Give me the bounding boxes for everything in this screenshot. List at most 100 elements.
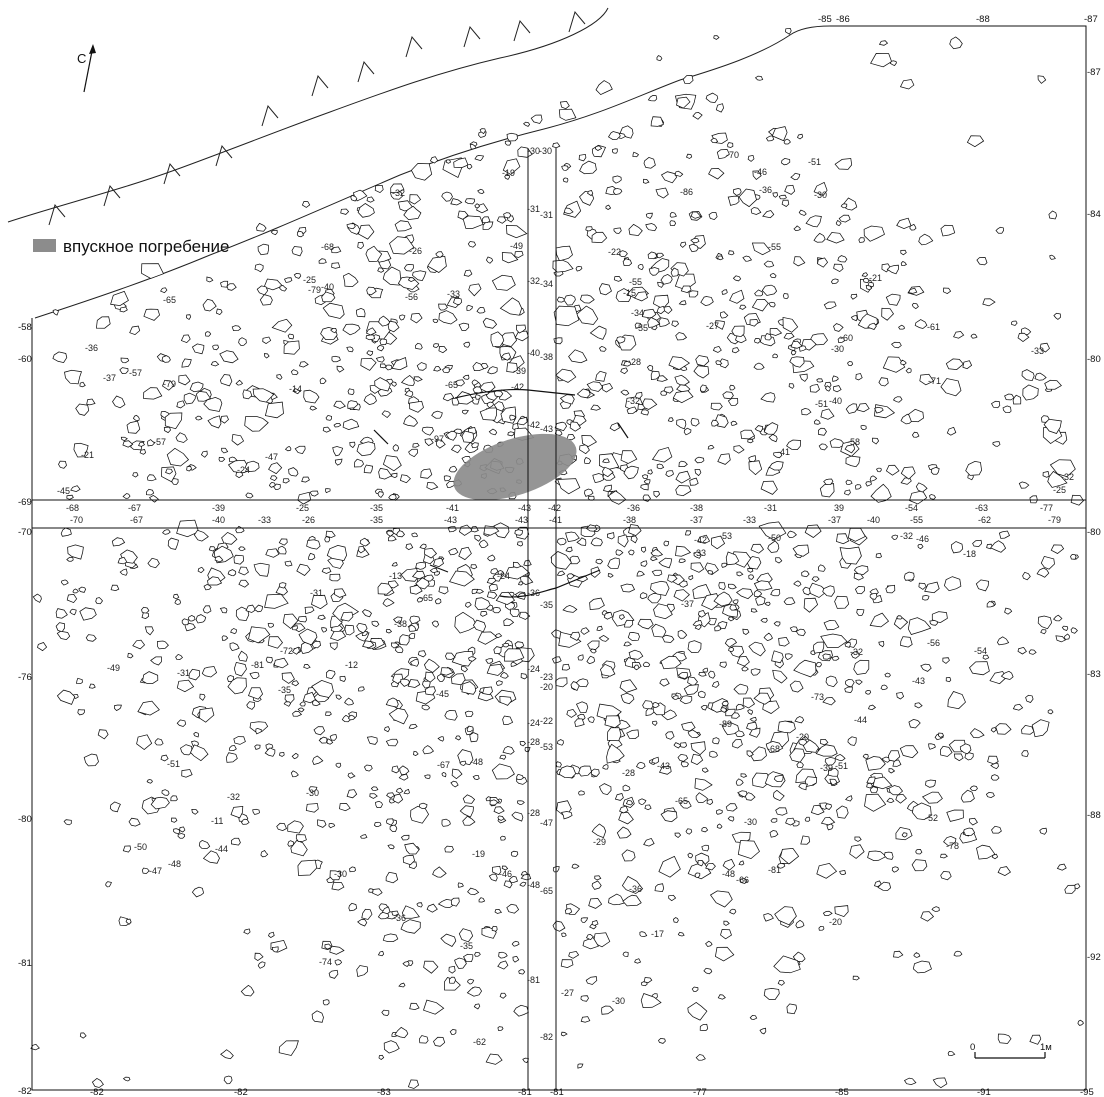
stone <box>297 859 318 876</box>
north-arrow: С <box>77 44 96 93</box>
stone <box>777 979 785 986</box>
stone <box>450 444 462 454</box>
stone <box>385 871 399 884</box>
grid-center-label: -48 <box>527 880 540 890</box>
stone <box>392 793 404 804</box>
stone <box>177 833 186 839</box>
depth-label: -17 <box>651 929 664 939</box>
stone <box>584 488 594 497</box>
stone <box>459 805 474 818</box>
stone <box>281 672 295 684</box>
depth-label: -33 <box>693 548 706 558</box>
stone <box>292 388 301 395</box>
stone <box>786 530 797 538</box>
stone <box>880 684 888 691</box>
stone <box>509 608 520 617</box>
stone <box>804 524 822 538</box>
stone <box>640 409 649 416</box>
depth-label: -53 <box>719 531 732 541</box>
stone <box>1055 635 1067 643</box>
stone <box>114 704 122 711</box>
stone <box>833 323 844 332</box>
stone <box>500 352 512 361</box>
stone <box>783 333 795 340</box>
grid-row-label: -68 <box>66 503 79 513</box>
stone <box>377 950 385 957</box>
stone <box>590 537 603 547</box>
stone <box>680 285 692 294</box>
stone <box>591 823 607 839</box>
depth-label: -65 <box>445 380 458 390</box>
stone <box>565 546 573 553</box>
stone <box>928 743 936 750</box>
stone <box>595 80 613 96</box>
stone <box>893 617 909 630</box>
stone <box>494 633 503 639</box>
stone <box>602 764 609 770</box>
stone <box>716 149 730 160</box>
stone <box>399 314 406 321</box>
stone <box>558 765 577 779</box>
stone <box>254 263 264 273</box>
stone <box>840 203 848 209</box>
stone <box>235 379 244 386</box>
stone <box>171 817 178 823</box>
stone <box>676 96 691 109</box>
stone <box>996 636 1010 646</box>
stone <box>361 908 373 920</box>
stone <box>299 361 309 368</box>
stone <box>423 574 434 582</box>
stone <box>715 320 725 330</box>
stone <box>946 426 957 436</box>
stone <box>727 195 740 206</box>
stone <box>658 855 681 878</box>
grid-row-label: -35 <box>370 515 383 525</box>
stone <box>282 478 290 484</box>
stone <box>389 824 398 832</box>
stone <box>850 293 858 300</box>
stone <box>249 671 260 679</box>
grid-center-label: -23 <box>540 672 553 682</box>
depth-label: -39 <box>513 366 526 376</box>
stone <box>847 361 854 367</box>
stone <box>277 545 287 555</box>
stone <box>803 597 819 613</box>
depth-label: -71 <box>928 376 941 386</box>
stone <box>502 158 521 175</box>
stone <box>142 671 159 684</box>
stone <box>61 579 69 586</box>
stone <box>673 589 690 602</box>
grid-lines <box>31 25 1087 1091</box>
stone <box>336 365 345 373</box>
stone <box>864 793 887 812</box>
stone <box>382 455 402 472</box>
stone <box>663 305 673 314</box>
stone <box>698 671 707 677</box>
stone <box>863 225 885 242</box>
stone <box>463 269 473 277</box>
stone <box>485 1053 503 1065</box>
stone <box>416 596 423 603</box>
depth-label: -45 <box>57 486 70 496</box>
stone <box>823 620 840 631</box>
stone <box>701 593 721 611</box>
stone <box>968 817 978 826</box>
stone <box>953 950 963 957</box>
stone <box>668 356 691 371</box>
stone <box>221 447 229 454</box>
stone <box>479 407 497 421</box>
stone <box>263 353 270 359</box>
stone <box>991 400 1001 409</box>
stone <box>520 673 528 680</box>
stone <box>388 494 397 500</box>
stone <box>727 816 735 822</box>
grid-label-left: -82 <box>18 1086 32 1097</box>
scale-end: 1м <box>1040 1042 1052 1053</box>
stone <box>491 274 516 291</box>
stone <box>915 849 923 855</box>
stone <box>504 565 530 580</box>
stone <box>834 595 850 609</box>
stone <box>420 468 433 479</box>
stone <box>683 427 692 436</box>
stone <box>464 198 476 205</box>
